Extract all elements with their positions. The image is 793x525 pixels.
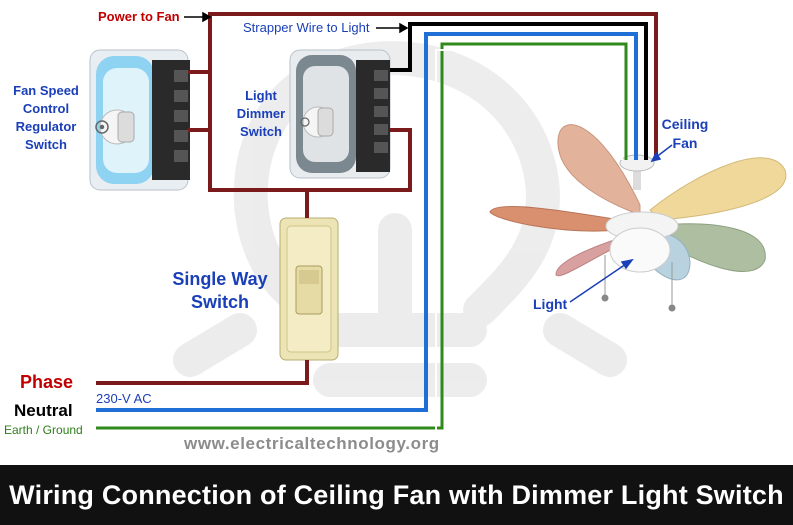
fan-icon xyxy=(95,120,109,134)
lamp-icon xyxy=(300,117,310,127)
watermark-url: www.electricaltechnology.org xyxy=(184,434,440,453)
label-light-dimmer-line-2: Dimmer xyxy=(236,106,286,121)
phase-wire xyxy=(96,12,658,385)
neutral-wire xyxy=(96,32,638,412)
arrow-light xyxy=(569,258,634,303)
label-power-to-fan: Power to Fan xyxy=(98,9,180,24)
label-single-way-line-1: Single Way xyxy=(172,269,268,289)
fan-regulator-switch[interactable] xyxy=(89,49,190,191)
strapper-wire xyxy=(390,22,648,160)
label-light-dimmer-line-1: Light xyxy=(245,88,277,103)
label-fan-regulator-line-3: Regulator xyxy=(15,119,77,134)
diagram-canvas xyxy=(89,11,787,435)
label-light-dimmer: Light Dimmer Switch xyxy=(234,87,288,141)
label-fan-regulator-line-4: Switch xyxy=(25,137,67,152)
label-fan-regulator: Fan Speed Control Regulator Switch xyxy=(10,82,82,154)
single-way-switch[interactable] xyxy=(279,217,339,361)
arrow-strapper xyxy=(376,22,409,34)
label-ceiling-fan-line-2: Fan xyxy=(672,135,698,151)
label-ceiling-fan-line-1: Ceiling xyxy=(661,116,709,132)
label-neutral: Neutral xyxy=(14,401,73,420)
label-light: Light xyxy=(533,296,568,312)
arrow-ceiling-fan xyxy=(650,144,673,163)
label-fan-regulator-line-1: Fan Speed xyxy=(13,83,79,98)
label-voltage: 230-V AC xyxy=(96,391,152,406)
footer-banner: Wiring Connection of Ceiling Fan with Di… xyxy=(0,465,793,525)
label-ceiling-fan: Ceiling Fan xyxy=(660,115,710,153)
light-dimmer-switch[interactable] xyxy=(289,49,391,179)
arrow-power-to-fan xyxy=(184,11,212,23)
diagram-title: Wiring Connection of Ceiling Fan with Di… xyxy=(9,479,784,510)
label-single-way-switch: Single Way Switch xyxy=(168,268,272,314)
label-earth-ground: Earth / Ground xyxy=(4,423,83,437)
label-phase: Phase xyxy=(20,372,74,392)
label-fan-regulator-line-2: Control xyxy=(22,101,70,116)
earth-wire xyxy=(96,42,628,435)
label-strapper-wire: Strapper Wire to Light xyxy=(243,20,370,35)
label-light-dimmer-line-3: Switch xyxy=(240,124,282,139)
label-single-way-line-2: Switch xyxy=(190,292,249,312)
